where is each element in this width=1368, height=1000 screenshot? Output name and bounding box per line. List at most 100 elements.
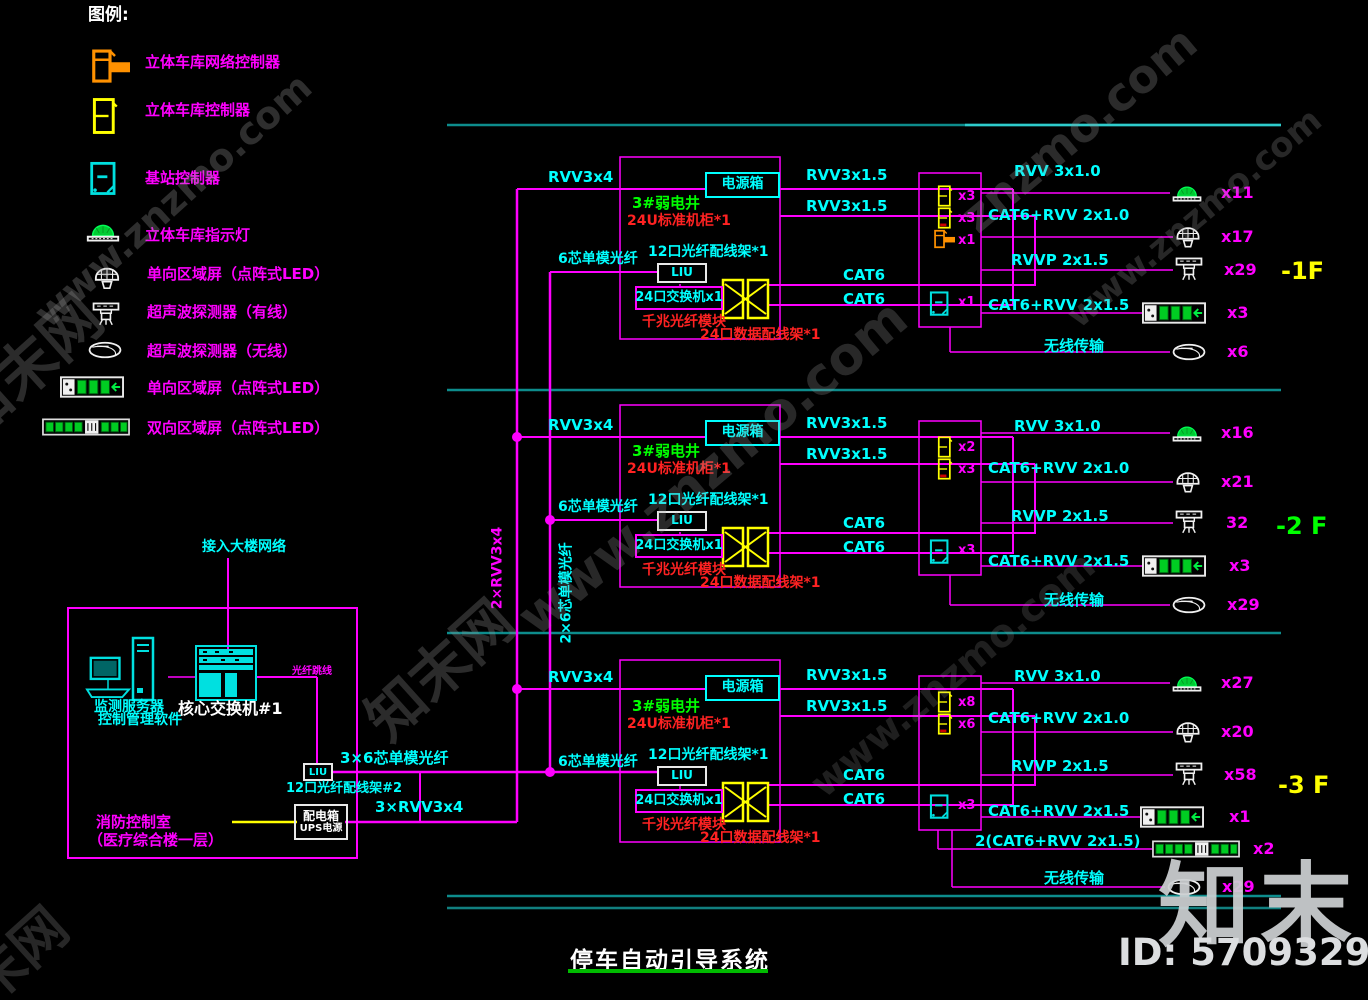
power-branch-label: RVV3x4 — [548, 668, 614, 686]
shaft-cabinet-label: 24U标准机柜*1 — [627, 461, 731, 477]
ultrasonic-wireless-icon — [86, 340, 124, 360]
dome-display-icon — [90, 265, 124, 291]
power-cable-label: RVV3x1.5 — [806, 697, 888, 715]
shaft-well-label: 3#弱电井 — [632, 194, 701, 212]
fiber-branch-label: 6芯单模光纤 — [558, 754, 638, 770]
garage-controller-icon — [936, 206, 954, 230]
led-screen-icon — [1142, 555, 1206, 577]
device-cable-label: CAT6+RVV 2x1.5 — [988, 552, 1130, 570]
ultrasonic-wired-icon — [1173, 509, 1205, 537]
garage-controller-icon — [936, 690, 954, 714]
controller-count: x2 — [958, 440, 976, 455]
power-cable-label: RVV3x1.5 — [806, 166, 888, 184]
shaft-well-label: 3#弱电井 — [632, 697, 701, 715]
cat6-cable-label: CAT6 — [843, 790, 886, 808]
legend-item-label: 双向区域屏（点阵式LED） — [147, 419, 330, 437]
device-cable-label: RVV 3x1.0 — [1014, 417, 1101, 435]
device-count: x29 — [1227, 595, 1260, 614]
fiber-patch-label: 12口光纤配线架*1 — [648, 244, 769, 260]
indicator-light-icon — [1170, 422, 1204, 444]
switch-box: 24口交换机x1 — [635, 286, 723, 310]
server-software-label: 控制管理软件 — [98, 712, 182, 728]
device-count: x29 — [1222, 877, 1255, 896]
device-count: x20 — [1221, 722, 1254, 741]
controller-count: x3 — [958, 462, 976, 477]
legend-item-label: 基站控制器 — [145, 169, 221, 187]
dome-display-icon — [1173, 224, 1203, 250]
horizontal-power-label: 3×RVV3x4 — [375, 798, 464, 816]
room-fiber-patch-label: 12口光纤配线架#2 — [286, 781, 403, 796]
device-cable-label: RVVP 2x1.5 — [1011, 251, 1109, 269]
device-cable-label: CAT6+RVV 2x1.5 — [988, 802, 1130, 820]
shaft-cabinet-label: 24U标准机柜*1 — [627, 716, 731, 732]
controller-count: x1 — [958, 295, 976, 310]
device-count: x21 — [1221, 472, 1254, 491]
indicator-light-icon — [84, 219, 122, 245]
dual-led-screen-icon — [1152, 840, 1240, 858]
power-branch-label: RVV3x4 — [548, 168, 614, 186]
power-cable-label: RVV3x1.5 — [806, 414, 888, 432]
liu-label: LIU — [671, 513, 693, 528]
cat6-cable-label: CAT6 — [843, 514, 886, 532]
horizontal-fiber-label: 3×6芯单模光纤 — [340, 749, 449, 767]
device-count: x16 — [1221, 423, 1254, 442]
uplink-label: 接入大楼网络 — [202, 539, 286, 555]
power-box: 电源箱 — [705, 172, 780, 198]
asset-id: ID: 570932971 — [1118, 931, 1368, 974]
ultrasonic-wireless-icon — [1170, 342, 1208, 362]
liu-label: LIU — [308, 766, 328, 778]
cat6-cable-label: CAT6 — [843, 290, 886, 308]
server-tower-icon — [131, 636, 155, 702]
legend-title: 图例: — [88, 5, 129, 25]
legend-item-label: 立体车库控制器 — [145, 101, 251, 119]
led-screen-icon — [1140, 806, 1204, 828]
drawing-title-block: 停车自动引导系统 — [568, 941, 770, 975]
garage-controller-icon — [936, 712, 954, 736]
liu-box: LIU — [657, 263, 707, 283]
cat6-cable-label: CAT6 — [843, 266, 886, 284]
sfp-label: 千兆光纤模块 — [642, 314, 726, 330]
device-count: x3 — [1229, 556, 1251, 575]
controller-count: x3 — [958, 543, 976, 558]
device-count: x3 — [1227, 303, 1249, 322]
floor-label: -1F — [1281, 257, 1325, 285]
device-cable-label: 无线传输 — [1044, 337, 1105, 355]
base-station-controller-icon — [928, 793, 952, 821]
base-station-controller-icon — [928, 290, 952, 318]
device-cable-label: CAT6+RVV 2x1.5 — [988, 296, 1130, 314]
garage-controller-icon — [936, 184, 954, 208]
ultrasonic-wired-icon — [1173, 761, 1205, 789]
power-cable-label: RVV3x1.5 — [806, 666, 888, 684]
cat6-cable-label: CAT6 — [843, 766, 886, 784]
device-count: x2 — [1253, 839, 1275, 858]
device-cable-label: CAT6+RVV 2x1.0 — [988, 206, 1130, 224]
device-count: x6 — [1227, 342, 1249, 361]
legend-item-label: 单向区域屏（点阵式LED） — [147, 265, 330, 283]
indicator-light-icon — [1170, 182, 1204, 204]
legend-item-label: 超声波探测器（有线） — [147, 303, 298, 321]
device-count: x58 — [1224, 765, 1257, 784]
shaft-well-label: 3#弱电井 — [632, 442, 701, 460]
switch-box: 24口交换机x1 — [635, 534, 723, 558]
device-count: x27 — [1221, 673, 1254, 692]
data-patch-label: 24口数据配线架*1 — [700, 830, 821, 846]
site-logo: 知末 — [1158, 853, 1363, 960]
floor-label: -2 F — [1276, 512, 1328, 540]
room-liu-box: LIU — [303, 763, 333, 781]
fiber-branch-label: 6芯单模光纤 — [558, 251, 638, 267]
ultrasonic-wired-icon — [90, 301, 122, 329]
server-label: 监测服务器 — [94, 699, 164, 715]
ups-label: UPS电源 — [299, 823, 343, 835]
liu-box: LIU — [657, 766, 707, 786]
vertical-fiber-label: 2×6芯单模光纤 — [558, 542, 575, 644]
legend-item-label: 立体车库指示灯 — [145, 226, 251, 244]
switch-label: 24口交换机x1 — [635, 792, 723, 808]
core-switch-label: 核心交换机#1 — [178, 699, 283, 718]
power-cable-label: RVV3x1.5 — [806, 197, 888, 215]
vertical-power-label: 2×RVV3x4 — [489, 526, 506, 610]
device-count: x11 — [1221, 183, 1254, 202]
ultrasonic-wired-icon — [1173, 256, 1205, 284]
title-underline — [568, 969, 768, 973]
switch-label: 24口交换机x1 — [635, 537, 723, 553]
